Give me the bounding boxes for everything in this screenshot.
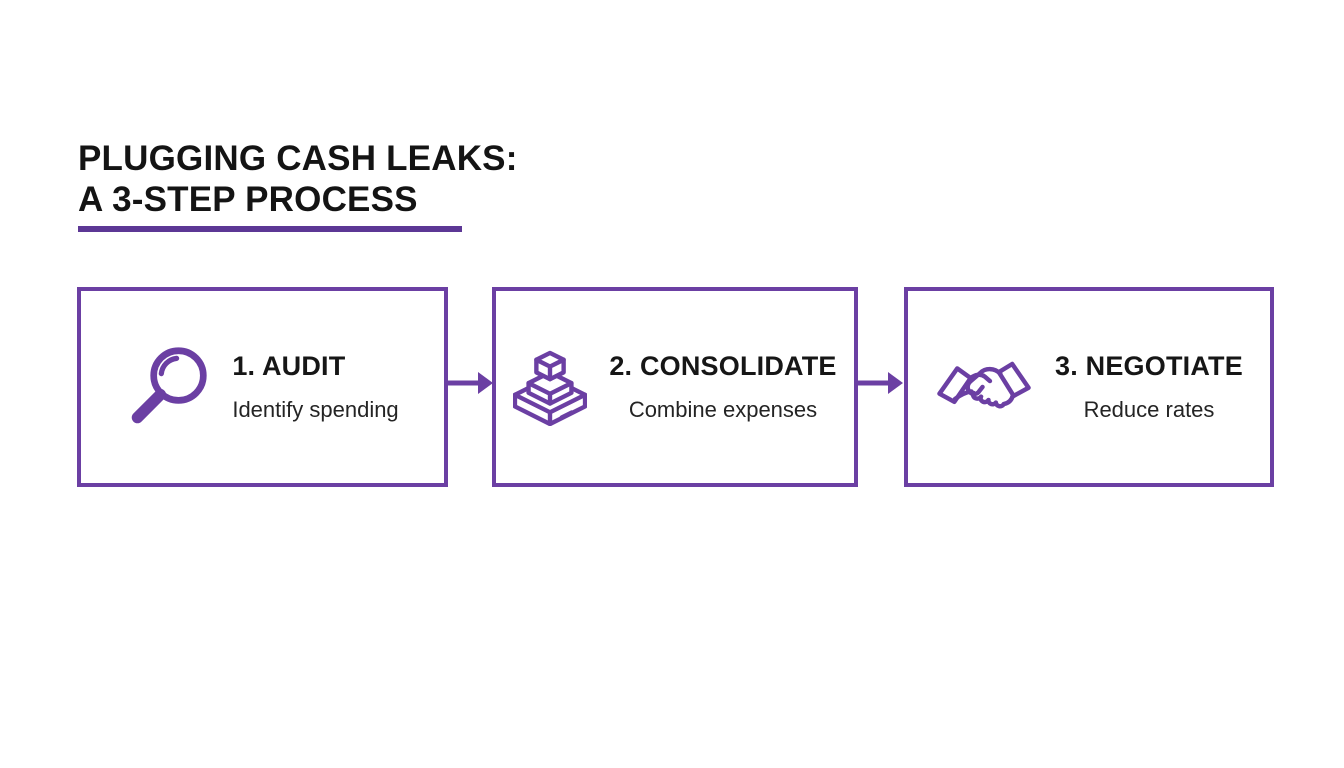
magnifier-icon <box>126 345 210 429</box>
header: PLUGGING CASH LEAKS:A 3-STEP PROCESS <box>78 138 518 232</box>
stacked-boxes-icon <box>513 348 588 426</box>
step-card-consolidate: 2. CONSOLIDATE Combine expenses <box>492 287 858 487</box>
page-title-line2: A 3-STEP PROCESS <box>78 180 418 219</box>
step-card-audit: 1. AUDIT Identify spending <box>77 287 448 487</box>
step-text-consolidate: 2. CONSOLIDATE Combine expenses <box>609 351 836 423</box>
step-text-audit: 1. AUDIT Identify spending <box>232 351 398 423</box>
step-title: 3. NEGOTIATE <box>1055 351 1243 381</box>
step-text-negotiate: 3. NEGOTIATE Reduce rates <box>1055 351 1243 423</box>
arrow-right-icon <box>446 372 493 394</box>
step-card-negotiate: 3. NEGOTIATE Reduce rates <box>904 287 1274 487</box>
arrow-right-icon <box>856 372 903 394</box>
title-underline <box>78 226 462 232</box>
step-subtitle: Reduce rates <box>1083 397 1215 422</box>
step-title: 2. CONSOLIDATE <box>609 351 837 381</box>
page-title-line1: PLUGGING CASH LEAKS: <box>78 139 518 178</box>
step-subtitle: Combine expenses <box>628 397 818 422</box>
step-subtitle: Identify spending <box>232 397 399 422</box>
step-title: 1. AUDIT <box>232 351 346 381</box>
handshake-icon <box>935 351 1033 423</box>
page-title: PLUGGING CASH LEAKS:A 3-STEP PROCESS <box>78 138 518 220</box>
